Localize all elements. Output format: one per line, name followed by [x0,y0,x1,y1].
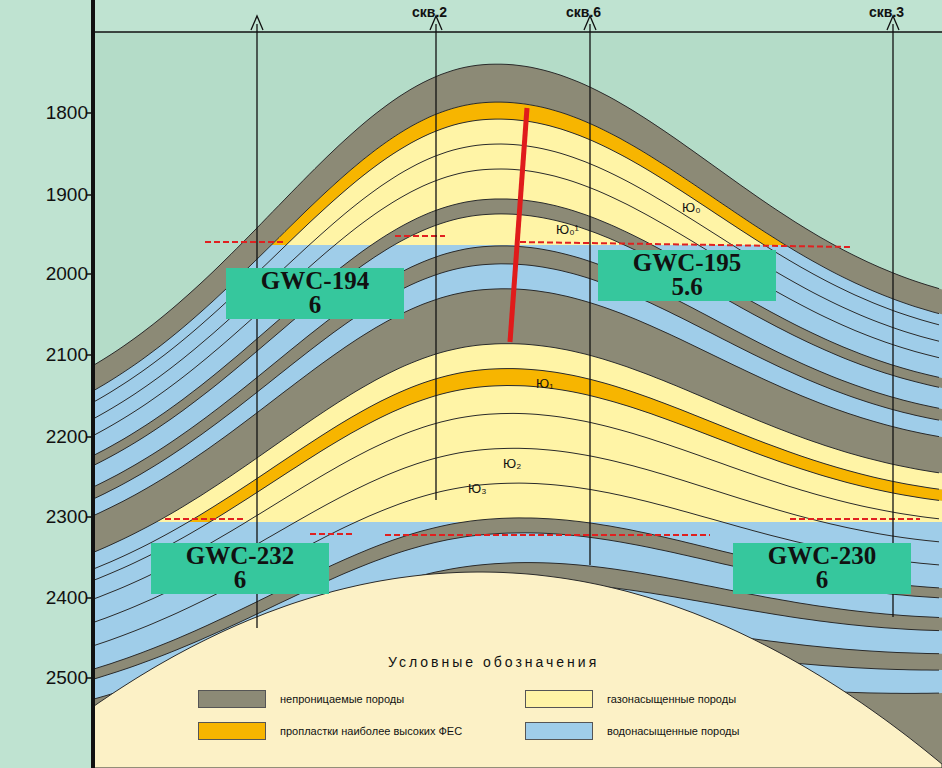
gwc-box: GWC-1946 [226,268,404,319]
well-name: скв.3 [869,4,904,20]
legend-swatch [198,722,266,740]
sky-ground [93,32,942,768]
legend-swatch [525,722,593,740]
depth-value: 2400 [46,587,88,609]
legend-text: водонасыщенные породы [607,725,739,737]
gwc-text: 6 [230,293,400,317]
horizon-name: Ю₃ [468,481,486,496]
legend-swatch [198,690,266,708]
bed-boundary [93,369,939,570]
bed-boundary [93,264,939,499]
legend-row: водонасыщенные породы [525,722,739,740]
depth-value: 2300 [46,506,88,528]
gwc-box: GWC-1955.6 [598,250,776,301]
well-name: скв.2 [412,4,447,20]
legend-title: Условные обозначения [388,654,599,670]
horizon-name: Ю₂ [503,456,521,471]
legend-text: непроницаемые породы [280,693,404,705]
fault-line [510,108,527,342]
legend-row: газонасыщенные породы [525,690,736,708]
ground-line [93,31,942,33]
depth-value: 2100 [46,344,88,366]
gwc-text: GWC-230 [737,544,907,568]
horizon-name: Ю₁ [536,376,554,391]
high-perm-bed [93,369,942,522]
legend-text: газонасыщенные породы [607,693,736,705]
bed-boundary [93,102,939,391]
legend-row: пропластки наиболее высоких ФЕС [198,722,462,740]
gwc-lines [165,236,920,535]
legend-swatch [525,690,593,708]
gwc-text: 6 [155,568,325,592]
horizon-name: Ю₀¹ [556,222,579,237]
bed-boundary [93,413,939,599]
horizon-name: Ю₀ [682,200,701,215]
bed-boundary [93,289,939,516]
bed-boundary [93,169,939,436]
strata [93,64,942,768]
depth-value: 2000 [46,263,88,285]
gwc-text: 6 [737,568,907,592]
wells [251,16,899,628]
depth-value: 2200 [46,426,88,448]
gwc-box: GWC-2306 [733,543,911,594]
high-perm-bed [93,102,942,245]
gwc-text: 5.6 [602,275,772,299]
well-name: скв.6 [566,4,601,20]
gwc-text: GWC-195 [602,251,772,275]
gas-bed [93,102,942,245]
gwc-text: GWC-194 [230,269,400,293]
legend-text: пропластки наиболее высоких ФЕС [280,725,462,737]
gwc-text: GWC-232 [155,544,325,568]
legend-row: непроницаемые породы [198,690,404,708]
depth-value: 1800 [46,102,88,124]
basement [93,572,942,768]
gwc-box: GWC-2326 [151,543,329,594]
depth-axis [91,0,95,768]
shale [93,64,942,768]
depth-value: 2500 [46,667,88,689]
depth-value: 1900 [46,184,88,206]
